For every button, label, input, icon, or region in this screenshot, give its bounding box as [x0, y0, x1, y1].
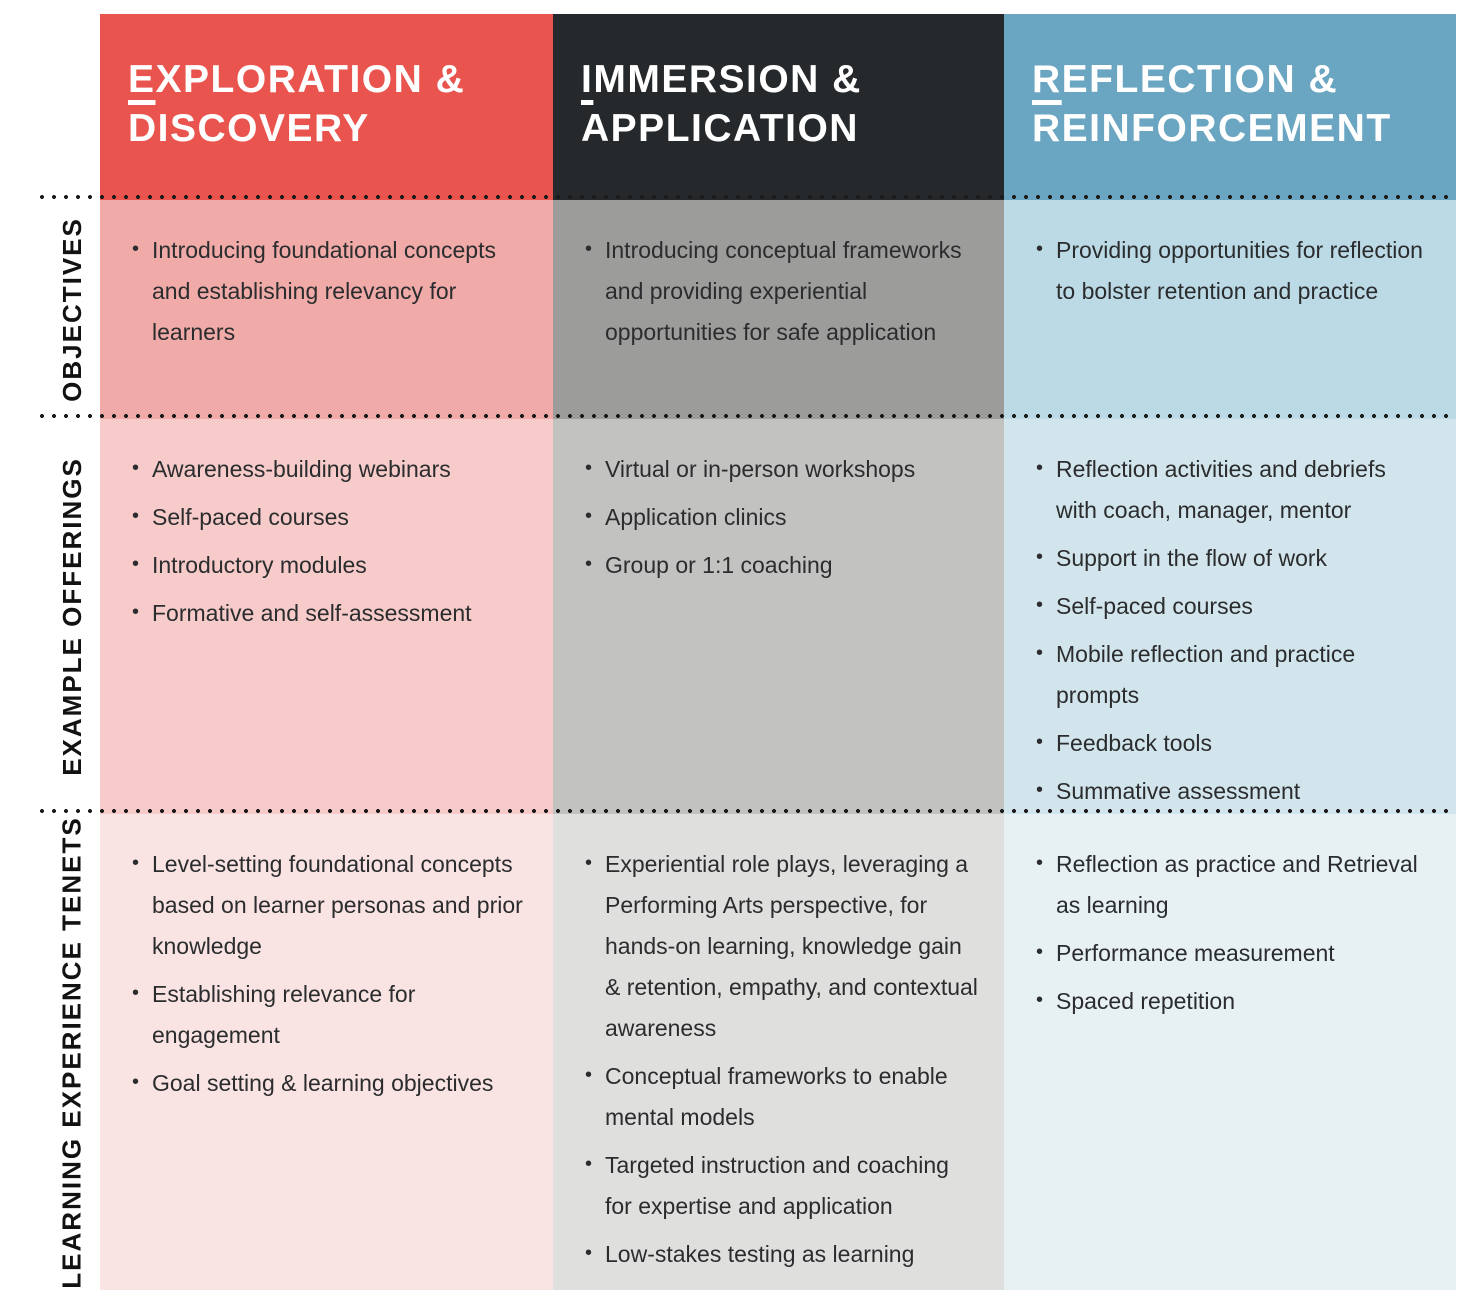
bullet-item: Introducing conceptual frameworks and pr…: [583, 229, 978, 353]
bullet-item: Targeted instruction and coaching for ex…: [583, 1144, 978, 1227]
underlined-initial: I: [581, 58, 594, 101]
bullet-list: Introducing foundational concepts and es…: [100, 200, 553, 353]
bullet-item: Mobile reflection and practice prompts: [1034, 633, 1430, 716]
column-header-exploration-discovery: EXPLORATION & DISCOVERY: [100, 14, 553, 200]
bullet-item: Reflection activities and debriefs with …: [1034, 448, 1430, 531]
bullet-item: Virtual or in-person workshops: [583, 448, 978, 490]
header-line-2: REINFORCEMENT: [1032, 107, 1392, 150]
bullet-item: Performance measurement: [1034, 932, 1430, 974]
bullet-item: Self-paced courses: [130, 496, 527, 538]
header-line-2: APPLICATION: [581, 107, 859, 150]
bullet-item: Introductory modules: [130, 544, 527, 586]
header-line-1: REFLECTION &: [1032, 58, 1339, 101]
bullet-item: Feedback tools: [1034, 722, 1430, 764]
bullet-item: Providing opportunities for reflection t…: [1034, 229, 1430, 312]
bullet-list: Experiential role plays, leveraging a Pe…: [553, 814, 1004, 1275]
bullet-list: Level-setting foundational concepts base…: [100, 814, 553, 1104]
bullet-item: Formative and self-assessment: [130, 592, 527, 634]
bullet-item: Support in the flow of work: [1034, 537, 1430, 579]
cell-offerings-exploration: Awareness-building webinarsSelf-paced co…: [100, 419, 553, 814]
bullet-item: Summative assessment: [1034, 770, 1430, 812]
bullet-list: Introducing conceptual frameworks and pr…: [553, 200, 1004, 353]
bullet-list: Reflection as practice and Retrieval as …: [1004, 814, 1456, 1022]
bullet-item: Introducing foundational concepts and es…: [130, 229, 527, 353]
bullet-item: Level-setting foundational concepts base…: [130, 843, 527, 967]
cell-objectives-reflection: Providing opportunities for reflection t…: [1004, 200, 1456, 419]
underlined-initial: E: [128, 58, 156, 101]
dotted-separator: [36, 194, 1456, 200]
cell-tenets-immersion: Experiential role plays, leveraging a Pe…: [553, 814, 1004, 1290]
dotted-separator: [36, 413, 1456, 419]
header-line-1: IMMERSION &: [581, 58, 862, 101]
cell-offerings-reflection: Reflection activities and debriefs with …: [1004, 419, 1456, 814]
cell-objectives-exploration: Introducing foundational concepts and es…: [100, 200, 553, 419]
cell-objectives-immersion: Introducing conceptual frameworks and pr…: [553, 200, 1004, 419]
bullet-list: Reflection activities and debriefs with …: [1004, 419, 1456, 812]
row-label-example-offerings: EXAMPLE OFFERINGS: [56, 457, 87, 776]
header-line-2: DISCOVERY: [128, 107, 370, 150]
bullet-list: Providing opportunities for reflection t…: [1004, 200, 1456, 312]
bullet-item: Low-stakes testing as learning: [583, 1233, 978, 1275]
bullet-item: Awareness-building webinars: [130, 448, 527, 490]
cell-offerings-immersion: Virtual or in-person workshopsApplicatio…: [553, 419, 1004, 814]
bullet-item: Application clinics: [583, 496, 978, 538]
bullet-list: Virtual or in-person workshopsApplicatio…: [553, 419, 1004, 586]
cell-tenets-reflection: Reflection as practice and Retrieval as …: [1004, 814, 1456, 1290]
bullet-list: Awareness-building webinarsSelf-paced co…: [100, 419, 553, 634]
column-header-immersion-application: IMMERSION & APPLICATION: [553, 14, 1004, 200]
row-label-objectives: OBJECTIVES: [56, 217, 87, 402]
bullet-item: Reflection as practice and Retrieval as …: [1034, 843, 1430, 926]
row-label-learning-experience-tenets: LEARNING EXPERIENCE TENETS: [56, 815, 87, 1289]
bullet-item: Experiential role plays, leveraging a Pe…: [583, 843, 978, 1049]
bullet-item: Establishing relevance for engagement: [130, 973, 527, 1056]
bullet-item: Spaced repetition: [1034, 980, 1430, 1022]
underlined-initial: R: [1032, 58, 1062, 101]
header-line-1: EXPLORATION &: [128, 58, 466, 101]
bullet-item: Conceptual frameworks to enable mental m…: [583, 1055, 978, 1138]
cell-tenets-exploration: Level-setting foundational concepts base…: [100, 814, 553, 1290]
column-header-reflection-reinforcement: REFLECTION & REINFORCEMENT: [1004, 14, 1456, 200]
bullet-item: Goal setting & learning objectives: [130, 1062, 527, 1104]
dotted-separator: [36, 808, 1456, 814]
bullet-item: Self-paced courses: [1034, 585, 1430, 627]
bullet-item: Group or 1:1 coaching: [583, 544, 978, 586]
